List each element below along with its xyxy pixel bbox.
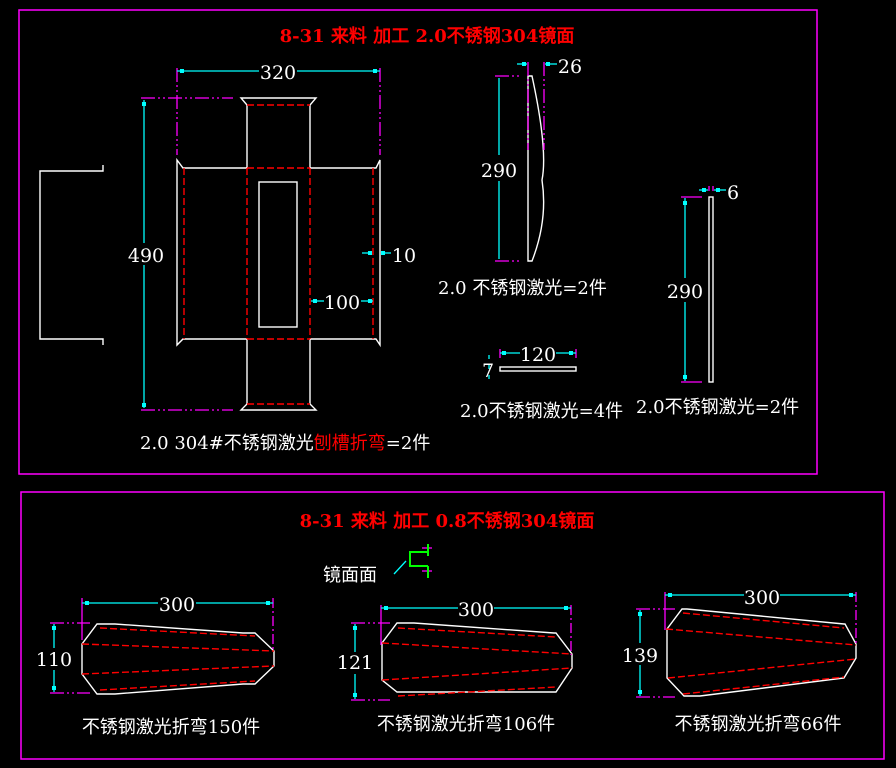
dimension-tick — [522, 62, 526, 66]
dim-10: 10 — [392, 245, 416, 267]
panel-bottom-title: 8-31 来料 加工 0.8不锈钢304镜面 — [300, 510, 595, 532]
panel-bottom: 8-31 来料 加工 0.8不锈钢304镜面 镜面面 300 110 不锈 — [20, 491, 885, 760]
dimension-tick — [502, 351, 506, 355]
dim-139: 139 — [622, 645, 658, 667]
dim-290-curved: 290 — [481, 160, 517, 182]
dim-121: 121 — [337, 652, 373, 674]
dimension-tick — [638, 690, 642, 694]
bend-line — [397, 627, 557, 638]
bend-line — [81, 643, 275, 652]
dim-100: 100 — [324, 292, 360, 314]
label-suffix: =2件 — [386, 433, 431, 454]
dimension-tick — [368, 251, 372, 255]
taper-part-outline — [81, 623, 275, 695]
dim-6: 6 — [727, 182, 739, 204]
bend-line — [682, 612, 845, 629]
bend-line — [682, 676, 845, 695]
bend-line — [99, 627, 256, 637]
taper-part-label: 不锈钢激光折弯106件 — [377, 714, 555, 735]
dimension-tick — [381, 251, 385, 255]
dimension-tick — [353, 693, 357, 697]
bend-line — [381, 667, 573, 681]
part-curved-label: 2.0 不锈钢激光=2件 — [438, 278, 607, 299]
dimension-tick — [683, 201, 687, 205]
dimension-tick — [85, 601, 89, 605]
part-bar-outline — [708, 196, 714, 383]
dim-490: 490 — [128, 245, 164, 267]
part-bar-label: 2.0不锈钢激光=2件 — [636, 397, 799, 418]
taper-part-label: 不锈钢激光折弯66件 — [675, 714, 842, 735]
dim-120: 120 — [520, 344, 556, 366]
bend-line — [667, 658, 857, 679]
taper-part-outline — [381, 622, 573, 693]
taper-part-label: 不锈钢激光折弯150件 — [82, 717, 260, 738]
part-strip-label: 2.0不锈钢激光=4件 — [460, 401, 623, 422]
label-highlight: 刨槽折弯 — [314, 433, 386, 454]
taper-part-1[interactable] — [81, 623, 275, 695]
bend-line — [381, 642, 573, 655]
dimension-tick — [266, 601, 270, 605]
dimension-tick — [368, 299, 372, 303]
panel-top-frame — [18, 9, 818, 475]
bend-line — [397, 686, 557, 697]
part-main-label: 2.0 304#不锈钢激光刨槽折弯=2件 — [140, 433, 430, 454]
label-prefix: 2.0 304#不锈钢激光 — [140, 433, 314, 454]
part-strip-outline — [499, 366, 577, 372]
part-bar[interactable] — [708, 196, 714, 383]
panel-bottom-frame — [20, 491, 885, 760]
dimension-tick — [668, 593, 672, 597]
taper-part-2[interactable] — [381, 622, 573, 697]
dimension-tick — [373, 69, 377, 73]
mirror-side-note: 镜面面 — [323, 565, 377, 586]
dimension-tick — [702, 188, 706, 192]
dimension-tick — [313, 299, 317, 303]
part-strip[interactable] — [499, 366, 577, 372]
dim-300: 300 — [458, 599, 494, 621]
part-curved[interactable] — [527, 75, 545, 262]
bend-line — [81, 665, 275, 675]
taper-part-3[interactable] — [665, 608, 857, 697]
dimension-tick — [353, 626, 357, 630]
dimension-tick — [180, 69, 184, 73]
dim-26: 26 — [558, 56, 582, 78]
dimension-tick — [638, 612, 642, 616]
dim-110: 110 — [36, 649, 72, 671]
dim-300: 300 — [744, 587, 780, 609]
bend-line — [665, 628, 857, 646]
dimension-tick — [569, 351, 573, 355]
dimension-tick — [716, 188, 720, 192]
dim-290-bar: 290 — [667, 281, 703, 303]
dim-320: 320 — [260, 62, 296, 84]
bend-line — [99, 680, 256, 691]
panel-top-title: 8-31 来料 加工 2.0不锈钢304镜面 — [280, 25, 575, 47]
dimension-tick — [52, 626, 56, 630]
profile-symbol — [409, 551, 428, 567]
dim-300: 300 — [159, 594, 195, 616]
dimension-tick — [546, 62, 550, 66]
part-main[interactable] — [176, 97, 381, 411]
part-main-outline — [176, 97, 381, 411]
part-curved-outline — [527, 75, 545, 262]
dimension-tick — [142, 102, 146, 106]
dimension-tick — [849, 593, 853, 597]
leader-line — [393, 560, 407, 575]
bracket-profile — [39, 165, 104, 345]
dimension-tick — [683, 375, 687, 379]
dimension-tick — [52, 686, 56, 690]
dimension-tick — [564, 606, 568, 610]
slot-cutout — [258, 181, 298, 328]
dimension-tick — [142, 403, 146, 407]
panel-top: 8-31 来料 加工 2.0不锈钢304镜面 320 — [18, 9, 818, 475]
dimension-tick — [384, 606, 388, 610]
dim-7: 7 — [482, 360, 494, 382]
taper-part-outline — [666, 608, 857, 697]
